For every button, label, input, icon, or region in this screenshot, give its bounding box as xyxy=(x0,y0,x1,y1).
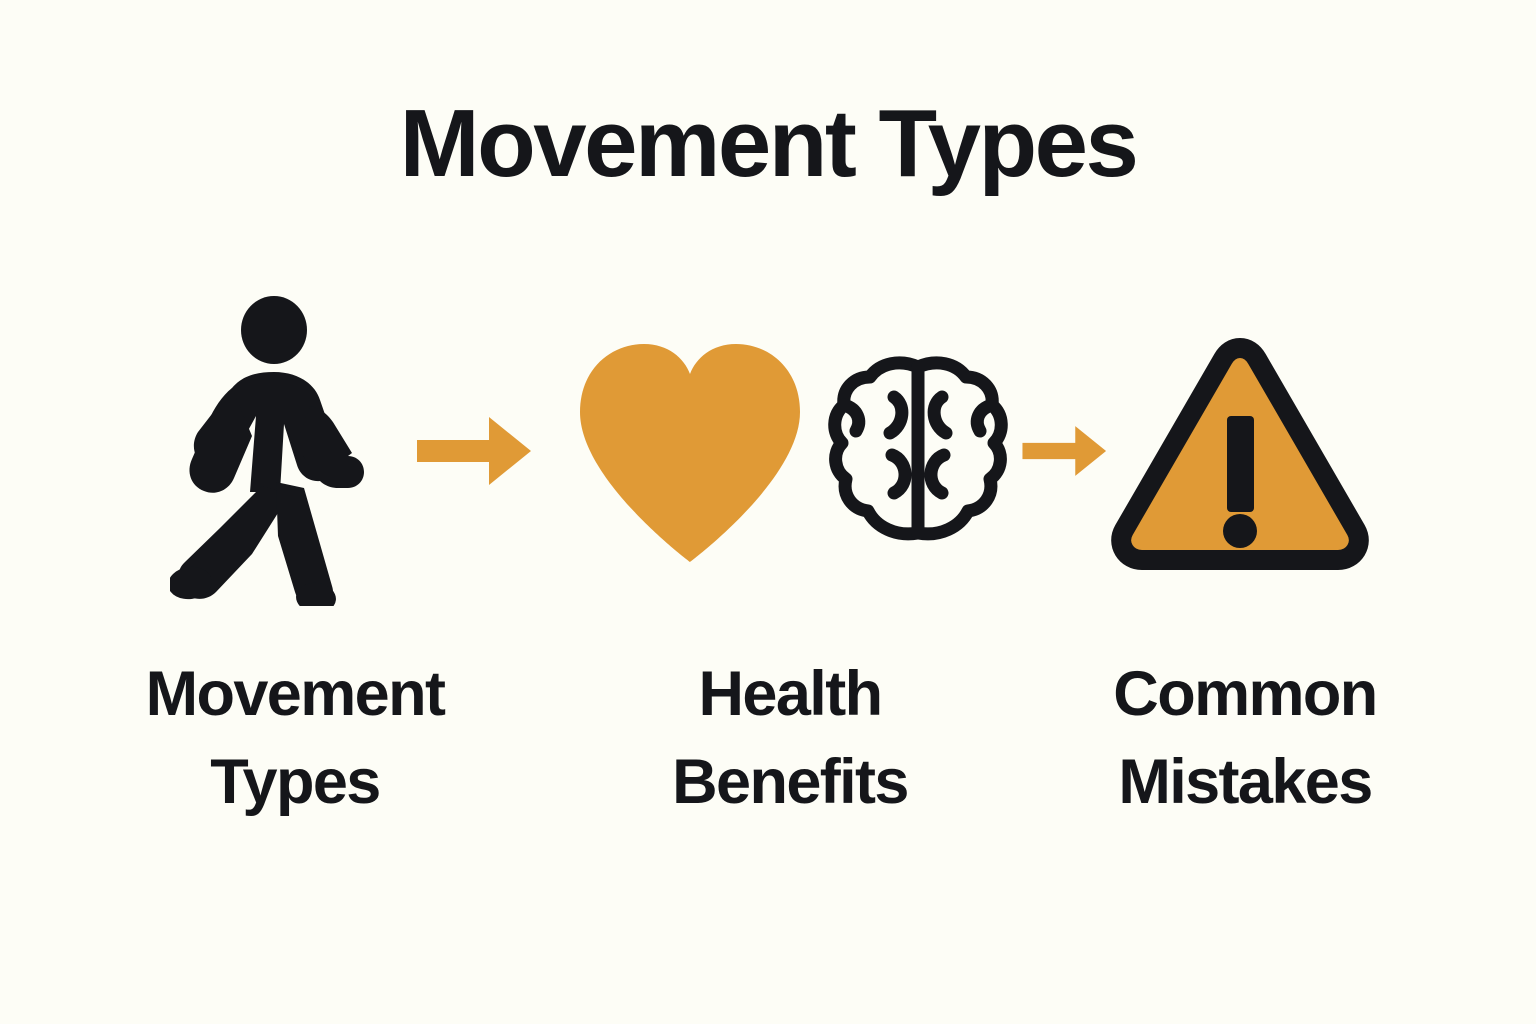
warning-triangle-icon xyxy=(1111,338,1369,570)
step-1-label: Movement Types xyxy=(85,650,505,826)
labels-row: Movement Types Health Benefits Common Mi… xyxy=(0,650,1536,830)
walking-person-icon xyxy=(170,296,364,606)
step-3-icon-slot xyxy=(1105,296,1375,606)
step-2-label-line-1: Health xyxy=(698,659,884,729)
icon-row xyxy=(0,296,1536,606)
step-2-label: Health Benefits xyxy=(615,650,965,826)
step-2-icon-slot-heart xyxy=(560,296,820,606)
exclamation-dot xyxy=(1223,514,1257,548)
step-3-label-line-2: Mistakes xyxy=(1118,747,1373,817)
step-1-label-line-2: Types xyxy=(210,747,381,817)
page-title: Movement Types xyxy=(399,90,1139,197)
brain-icon xyxy=(827,356,1008,541)
step-2-label-line-2: Benefits xyxy=(672,747,909,817)
heart-icon xyxy=(580,344,800,562)
step-3-label: Common Mistakes xyxy=(1025,650,1465,826)
connector-2-slot xyxy=(1015,296,1115,606)
arrow-right-icon xyxy=(1022,426,1107,476)
step-1-label-line-1: Movement xyxy=(145,659,446,729)
step-1-icon-slot xyxy=(150,296,390,606)
exclamation-bar xyxy=(1227,416,1254,512)
step-2-icon-slot-brain xyxy=(820,296,1015,606)
arrow-right-icon xyxy=(417,417,531,485)
connector-1-slot xyxy=(405,296,545,606)
step-3-label-line-1: Common xyxy=(1113,659,1378,729)
